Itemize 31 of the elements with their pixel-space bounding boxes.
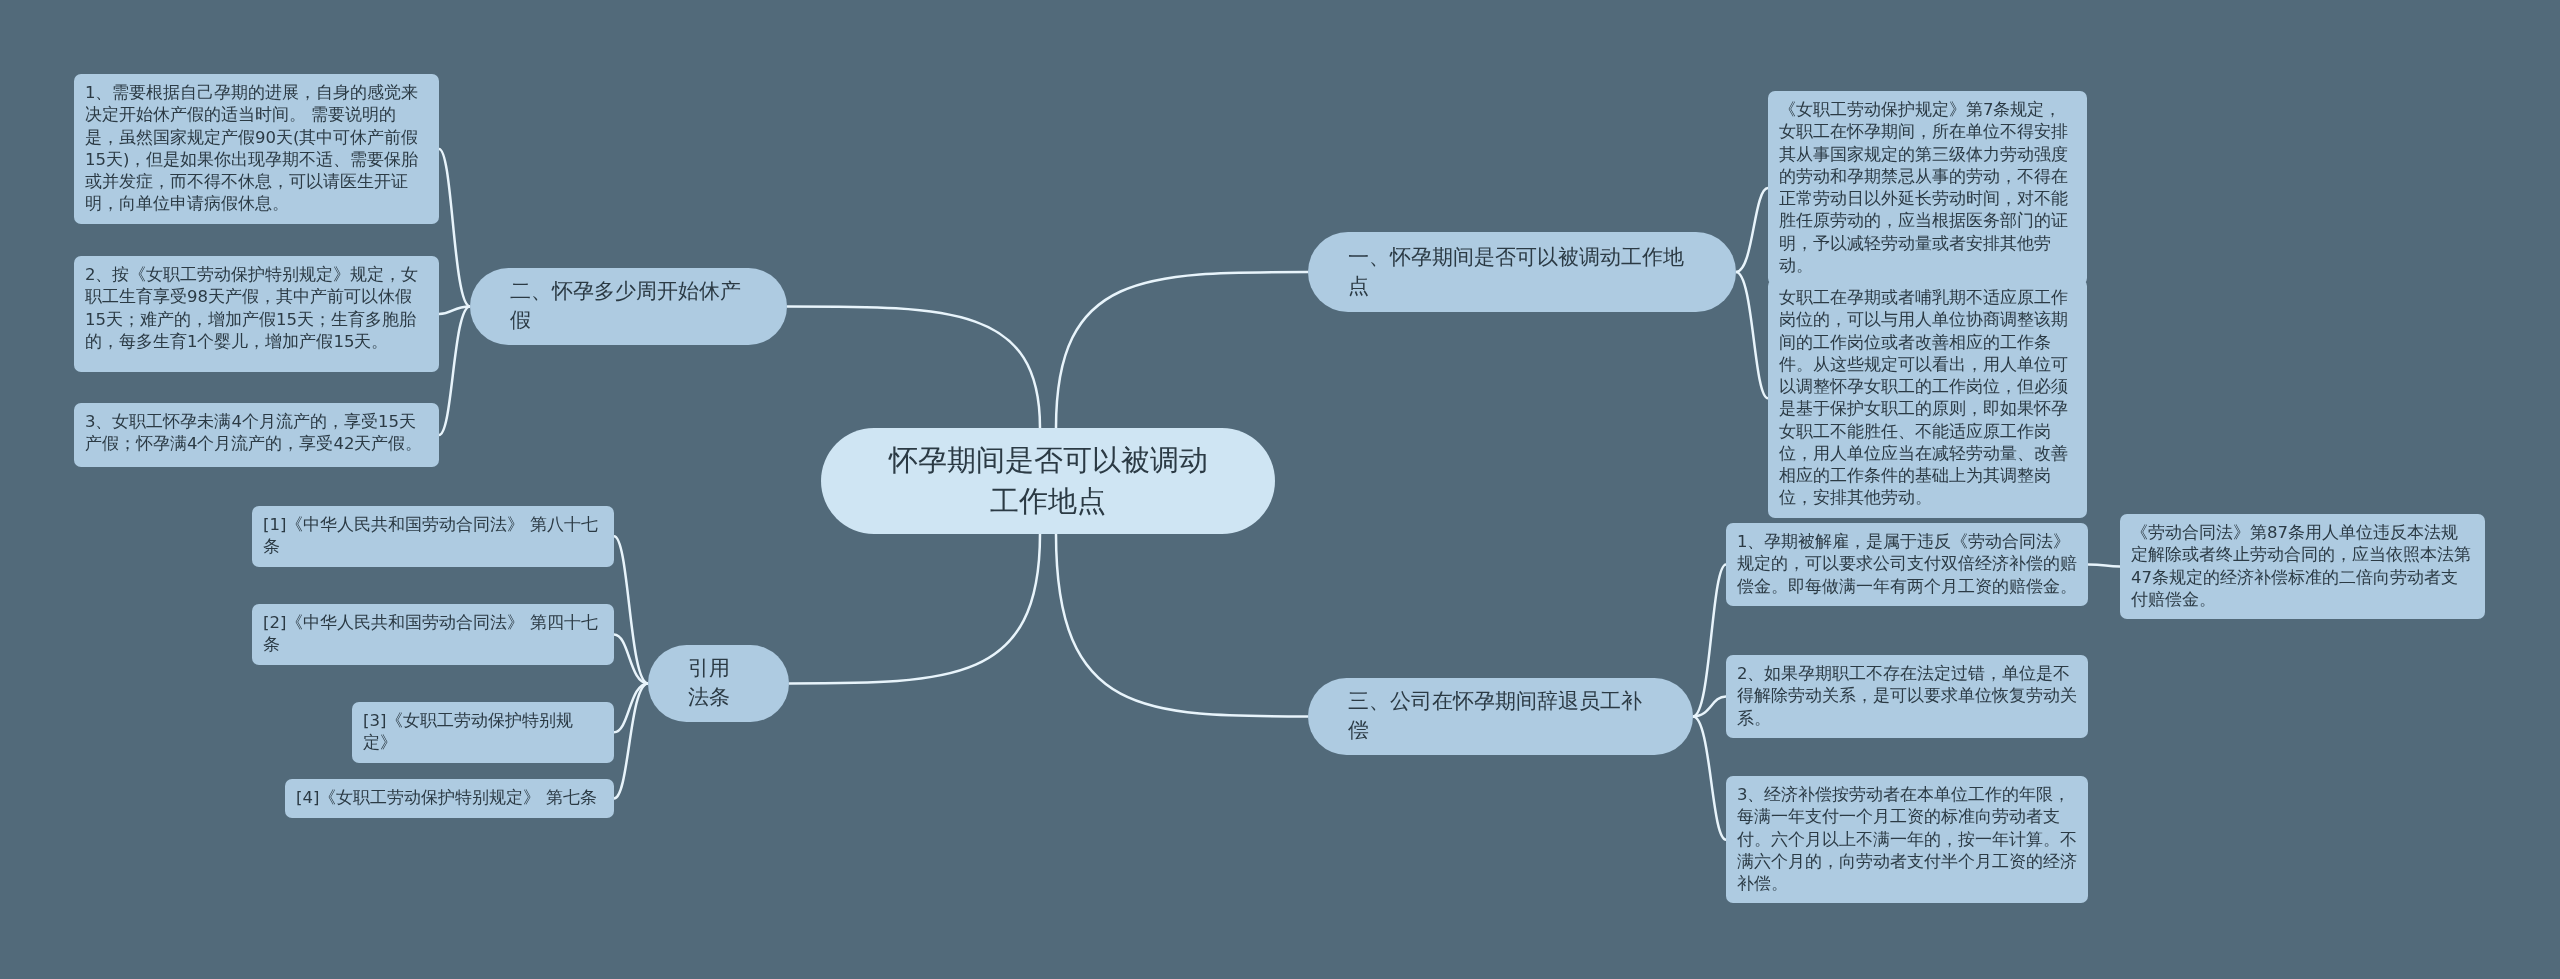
note-box: [3]《女职工劳动保护特别规定》 bbox=[352, 702, 614, 763]
note-box: [4]《女职工劳动保护特别规定》 第七条 bbox=[285, 779, 614, 818]
note-box: 2、如果孕期职工不存在法定过错，单位是不得解除劳动关系，是可以要求单位恢复劳动关系。 bbox=[1726, 655, 2088, 738]
topic-box: 引用法条 bbox=[648, 645, 789, 722]
central-topic: 怀孕期间是否可以被调动工作地点 bbox=[821, 428, 1275, 534]
note-box: 1、需要根据自己孕期的进展，自身的感觉来决定开始休产假的适当时间。 需要说明的是，虽然国家规定产假90天(其中可休产前假15天)，但是如果你出现孕期不适、需要保胎或并发症，而不得不休息，可以请医生开证明，向单位申请病假休息。 bbox=[74, 74, 439, 224]
connector-line bbox=[2088, 563, 2120, 568]
note-box: 2、按《女职工劳动保护特别规定》规定，女职工生育享受98天产假，其中产前可以休假15天；难产的，增加产假15天；生育多胞胎的，每多生育1个婴儿，增加产假15天。 bbox=[74, 256, 439, 372]
connector-line bbox=[613, 535, 649, 685]
connector-line bbox=[787, 305, 1042, 429]
connector-line bbox=[613, 682, 649, 800]
connector-line bbox=[1692, 715, 1727, 841]
note-box: 1、孕期被解雇，是属于违反《劳动合同法》规定的，可以要求公司支付双倍经济补偿的赔偿金。即每做满一年有两个月工资的赔偿金。 bbox=[1726, 523, 2088, 606]
connector-line bbox=[438, 148, 471, 308]
note-box: 3、经济补偿按劳动者在本单位工作的年限，每满一年支付一个月工资的标准向劳动者支付。六个月以上不满一年的，按一年计算。不满六个月的，向劳动者支付半个月工资的经济补偿。 bbox=[1726, 776, 2088, 904]
connector-line bbox=[1735, 186, 1769, 274]
connector-line bbox=[1735, 270, 1769, 400]
note-box: [1]《中华人民共和国劳动合同法》 第八十七条 bbox=[252, 506, 614, 567]
connector-line bbox=[438, 305, 471, 316]
note-box: 《劳动合同法》第87条用人单位违反本法规定解除或者终止劳动合同的，应当依照本法第47条规定的经济补偿标准的二倍向劳动者支付赔偿金。 bbox=[2120, 514, 2485, 620]
connector-line bbox=[1054, 270, 1308, 429]
connector-line bbox=[1054, 533, 1308, 718]
topic-box: 二、怀孕多少周开始休产假 bbox=[470, 268, 787, 345]
note-box: 3、女职工怀孕未满4个月流产的，享受15天产假；怀孕满4个月流产的，享受42天产假。 bbox=[74, 403, 439, 467]
note-box: [2]《中华人民共和国劳动合同法》 第四十七条 bbox=[252, 604, 614, 665]
note-box: 女职工在孕期或者哺乳期不适应原工作岗位的，可以与用人单位协商调整该期间的工作岗位或者改善相应的工作条件。从这些规定可以看出，用人单位可以调整怀孕女职工的工作岗位，但必须是基于保护女职工的原则，即如果怀孕女职工不能胜任、不能适应原工作岗位，用人单位应当在减轻劳动量、改善相应的工作条件的基础上为其调整岗位，安排其他劳动。 bbox=[1768, 279, 2087, 518]
connector-line bbox=[789, 533, 1042, 685]
topic-box: 三、公司在怀孕期间辞退员工补偿 bbox=[1308, 678, 1693, 755]
topic-box: 一、怀孕期间是否可以被调动工作地点 bbox=[1308, 232, 1736, 312]
connector-line bbox=[438, 305, 471, 436]
connector-line bbox=[1692, 563, 1727, 718]
